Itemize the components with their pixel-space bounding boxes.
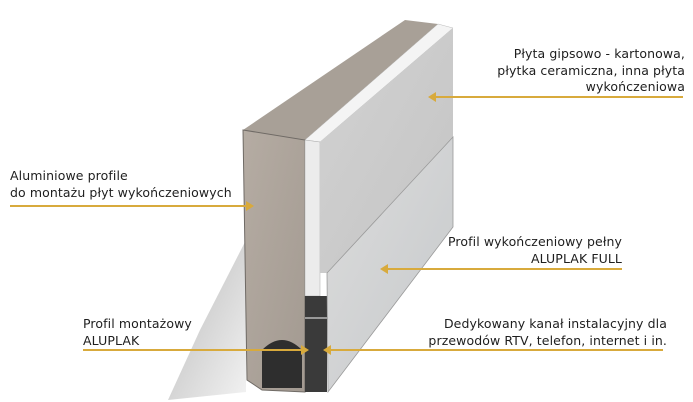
label-finishing-profile: Profil wykończeniowy pełny ALUPLAK FULL (448, 234, 622, 267)
arrow-board (428, 92, 683, 102)
label-line: Profil wykończeniowy pełny (448, 234, 622, 249)
label-mounting-profile: Profil montażowy ALUPLAK (83, 316, 192, 349)
label-line: ALUPLAK (83, 332, 140, 348)
shadow (168, 240, 246, 400)
arrow-finishing-profile (380, 264, 622, 274)
installation-channel (305, 296, 327, 392)
label-line: Aluminiowe profile (10, 168, 128, 183)
label-line: do montażu płyt wykończeniowych (10, 184, 232, 200)
arrow-aluminium-profiles (10, 201, 254, 211)
label-board: Płyta gipsowo - kartonowa, płytka cerami… (497, 46, 685, 96)
finishing-board (320, 28, 453, 273)
label-line: Profil montażowy (83, 316, 192, 331)
label-aluminium-profiles: Aluminiowe profile do montażu płyt wykoń… (10, 168, 232, 201)
label-channel: Dedykowany kanał instalacyjny dla przewo… (428, 316, 667, 349)
top-face-beige (243, 20, 438, 140)
arrow-mounting-profile (83, 345, 309, 355)
label-line: wykończeniowa (585, 79, 685, 94)
label-line: Dedykowany kanał instalacyjny dla (443, 316, 667, 331)
label-line: ALUPLAK FULL (530, 250, 622, 266)
board-edge-white (304, 139, 321, 297)
cable-opening (262, 340, 302, 388)
label-line: przewodów RTV, telefon, internet i in. (428, 332, 667, 348)
label-line: płytka ceramiczna, inna płyta (497, 62, 685, 78)
label-line: Płyta gipsowo - kartonowa, (513, 46, 685, 61)
arrow-channel (323, 345, 663, 355)
side-face-beige (242, 129, 306, 393)
